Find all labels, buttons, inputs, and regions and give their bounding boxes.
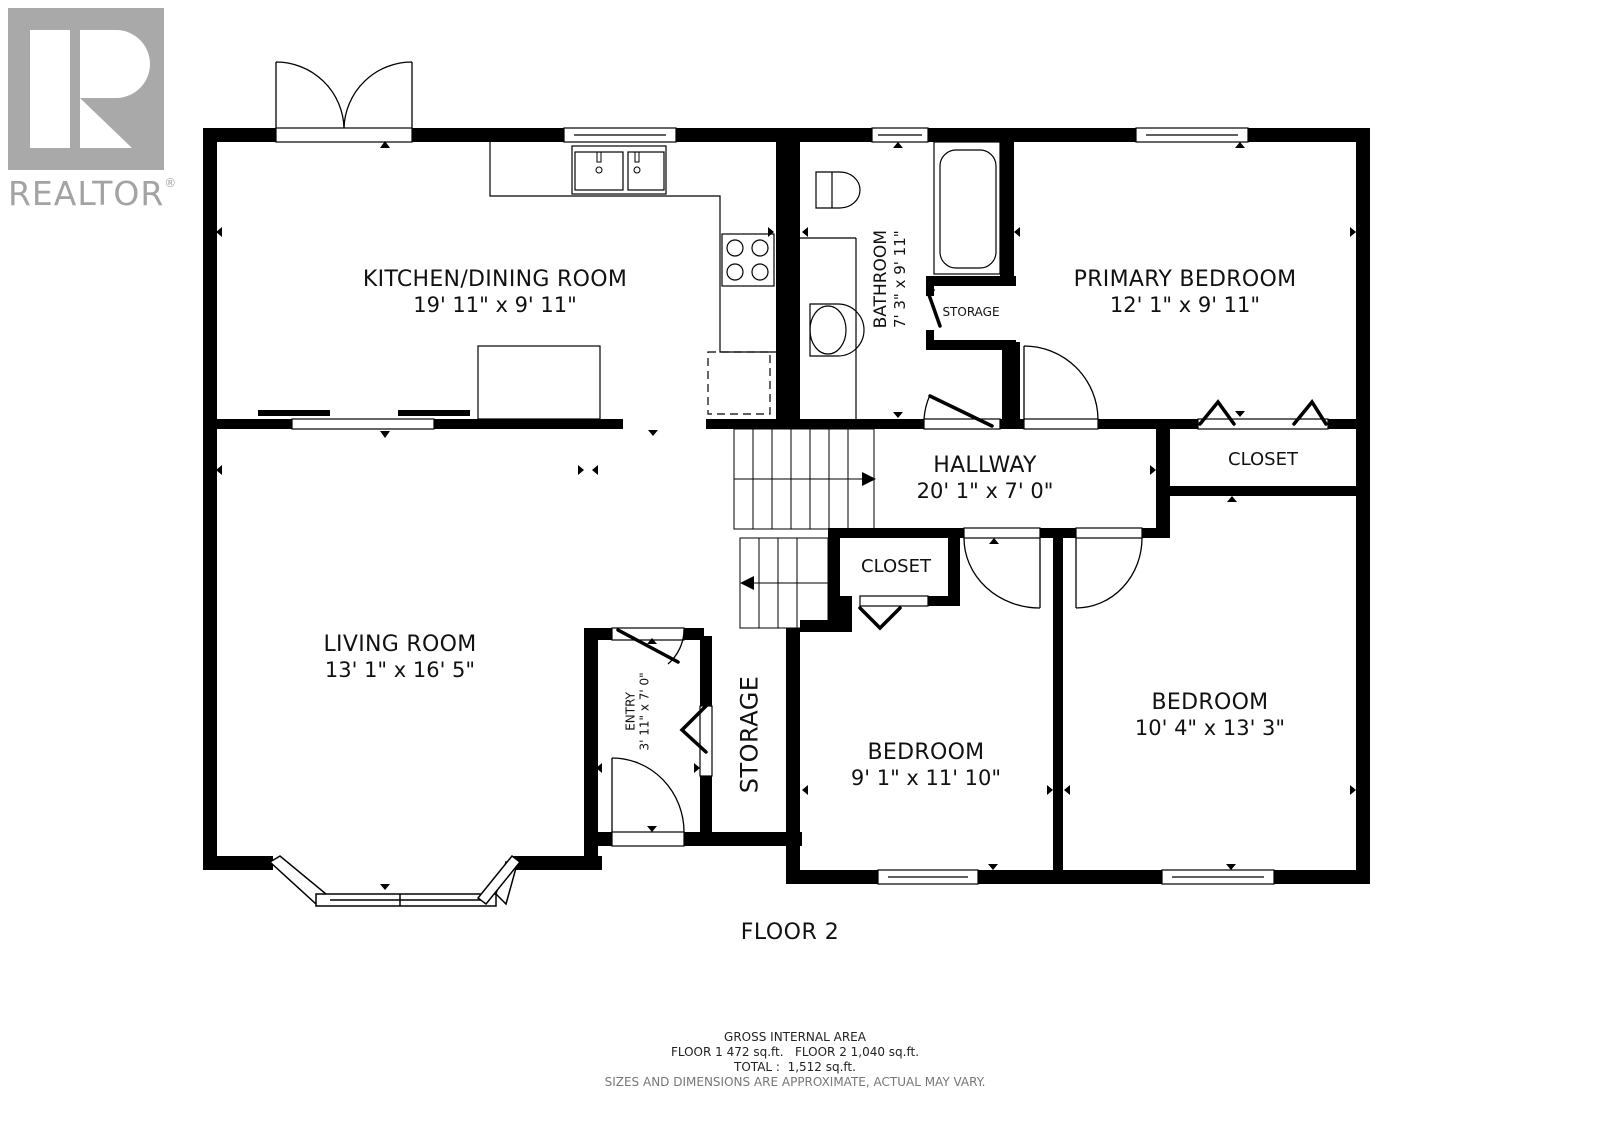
room-name: PRIMARY BEDROOM: [1073, 267, 1297, 292]
realtor-wordmark: REALTOR®: [8, 174, 178, 213]
room-dimensions: 7' 3" x 9' 11": [891, 230, 910, 329]
room-label-bath-storage: STORAGE: [936, 305, 1006, 319]
area-disclaimer: SIZES AND DIMENSIONS ARE APPROXIMATE, AC…: [604, 1075, 986, 1089]
room-label-hall-closet-left: CLOSET: [848, 556, 944, 578]
room-label-living-room: LIVING ROOM 13' 1" x 16' 5": [260, 632, 540, 684]
area-heading: GROSS INTERNAL AREA: [724, 1030, 866, 1044]
floor-title: FLOOR 2: [740, 920, 840, 945]
room-dimensions: 13' 1" x 16' 5": [324, 658, 476, 683]
room-dimensions: 19' 11" x 9' 11": [413, 293, 577, 318]
room-dimensions: 12' 1" x 9' 11": [1109, 293, 1261, 318]
room-label-bathroom: BATHROOM 7' 3" x 9' 11": [871, 189, 909, 369]
room-label-bedroom-3: BEDROOM 10' 4" x 13' 3": [1080, 690, 1340, 742]
room-label-entry-storage: STORAGE: [736, 674, 765, 794]
room-name: HALLWAY: [933, 453, 1037, 478]
room-label-bedroom-2: BEDROOM 9' 1" x 11' 10": [810, 740, 1042, 792]
room-label-entry: ENTRY 3' 11" x 7' 0": [624, 641, 653, 781]
room-name: BATHROOM: [870, 230, 891, 329]
room-name: KITCHEN/DINING ROOM: [362, 267, 628, 292]
room-name: ENTRY: [623, 692, 638, 731]
room-label-hallway: HALLWAY 20' 1" x 7' 0": [880, 453, 1090, 505]
area-total: TOTAL : 1,512 sq.ft.: [734, 1060, 856, 1074]
room-name: LIVING ROOM: [323, 632, 477, 657]
realtor-logo: REALTOR®: [8, 8, 178, 213]
area-summary: GROSS INTERNAL AREA FLOOR 1 472 sq.ft. F…: [560, 1030, 1030, 1090]
room-label-hall-closet-right: CLOSET: [1180, 449, 1346, 471]
room-name: CLOSET: [861, 556, 931, 577]
room-dimensions: 10' 4" x 13' 3": [1134, 716, 1286, 741]
realtor-r-icon: [8, 8, 164, 170]
room-label-primary-bedroom: PRIMARY BEDROOM 12' 1" x 9' 11": [1030, 267, 1340, 319]
area-floors: FLOOR 1 472 sq.ft. FLOOR 2 1,040 sq.ft.: [670, 1045, 920, 1059]
room-dimensions: 9' 1" x 11' 10": [850, 766, 1002, 791]
room-label-kitchen-dining: KITCHEN/DINING ROOM 19' 11" x 9' 11": [295, 267, 695, 319]
room-name: STORAGE: [735, 675, 764, 794]
room-name: BEDROOM: [867, 740, 985, 765]
room-dimensions: 3' 11" x 7' 0": [638, 672, 652, 751]
room-name: BEDROOM: [1151, 690, 1269, 715]
room-dimensions: 20' 1" x 7' 0": [916, 479, 1054, 504]
room-name: CLOSET: [1228, 449, 1298, 470]
room-name: STORAGE: [942, 305, 1000, 319]
